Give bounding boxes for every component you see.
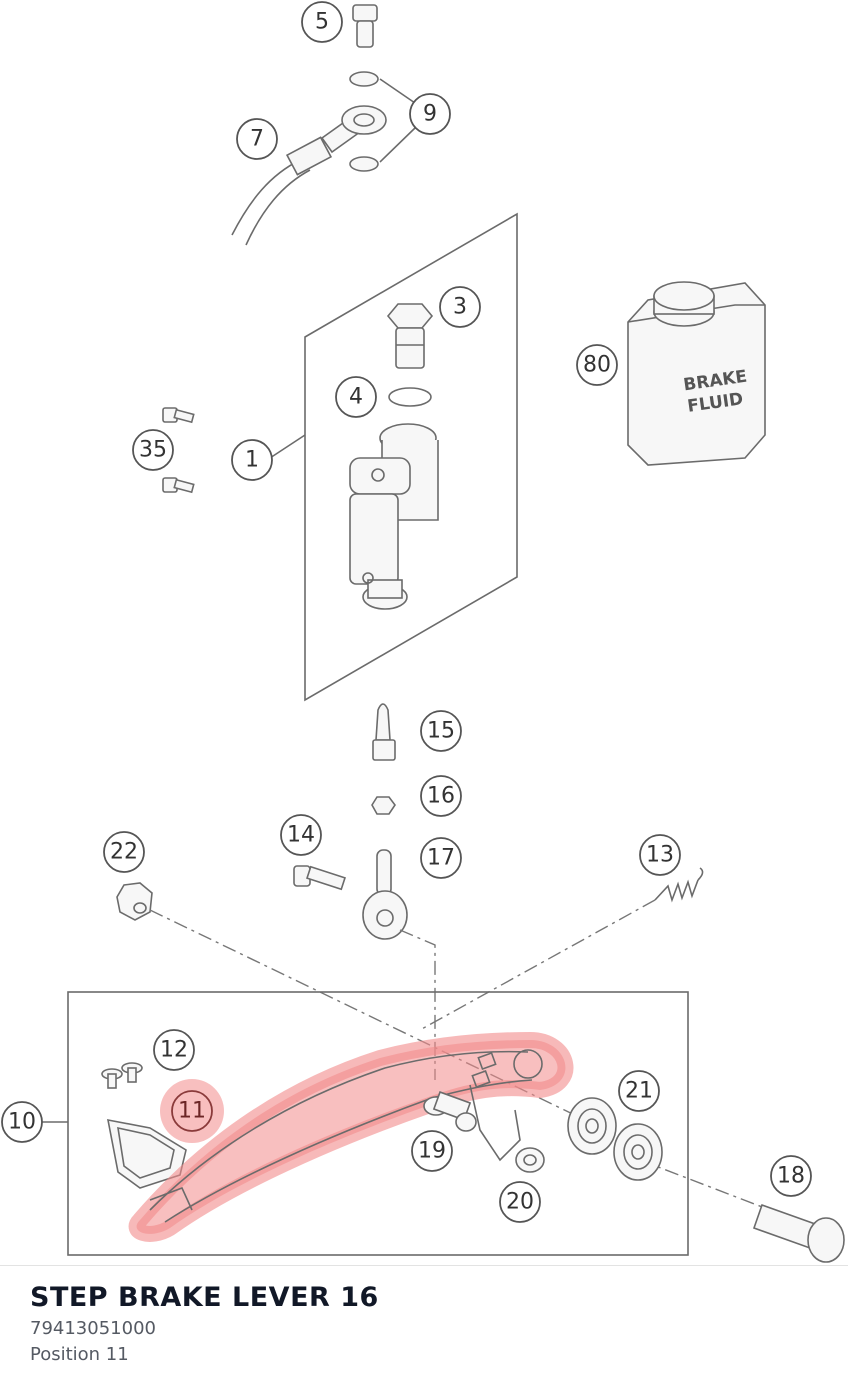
callout-12[interactable]: 12	[153, 1029, 195, 1071]
callout-15-label: 15	[427, 719, 455, 744]
callout-13[interactable]: 13	[639, 834, 681, 876]
master-cylinder-body[interactable]	[349, 423, 439, 610]
callout-20-label: 20	[506, 1190, 534, 1215]
exploded-parts-diagram: BRAKE FLUID	[1, 1, 845, 1263]
brake-fluid-bottle[interactable]: BRAKE FLUID	[627, 281, 766, 466]
callout-7[interactable]: 7	[236, 118, 278, 160]
pivot-pin[interactable]	[752, 1203, 845, 1263]
lever-assembly-frame	[67, 991, 689, 1256]
callout-3[interactable]: 3	[439, 286, 481, 328]
callout-5[interactable]: 5	[301, 1, 343, 43]
callout-21-label: 21	[625, 1079, 653, 1104]
callout-22[interactable]: 22	[103, 831, 145, 873]
callout-19-label: 19	[418, 1139, 446, 1164]
o-ring[interactable]	[388, 387, 432, 407]
callout-35[interactable]: 35	[132, 429, 174, 471]
callout-10-label: 10	[8, 1110, 36, 1135]
bushing[interactable]	[423, 1091, 477, 1132]
callout-22-label: 22	[110, 840, 138, 865]
callout-11-label: 11	[178, 1099, 206, 1124]
part-number: 79413051000	[30, 1318, 156, 1339]
callout-80-label: 80	[583, 353, 611, 378]
part-position: Position 11	[30, 1344, 129, 1365]
return-spring[interactable]	[654, 867, 704, 903]
callout-19[interactable]: 19	[411, 1130, 453, 1172]
push-rod[interactable]	[372, 703, 396, 761]
callout-1[interactable]: 1	[231, 439, 273, 481]
clevis-bolt[interactable]	[293, 865, 346, 891]
callout-10[interactable]: 10	[1, 1101, 43, 1143]
callout-16-label: 16	[427, 784, 455, 809]
callout-17-label: 17	[427, 846, 455, 871]
callout-9-label: 9	[423, 102, 437, 127]
callout-4[interactable]: 4	[335, 376, 377, 418]
callout-21[interactable]: 21	[618, 1070, 660, 1112]
hex-nut[interactable]	[371, 796, 396, 815]
callout-15[interactable]: 15	[420, 710, 462, 752]
callout-9[interactable]: 9	[409, 93, 451, 135]
step-screws[interactable]	[101, 1062, 143, 1089]
callout-18-label: 18	[777, 1164, 805, 1189]
callout-16[interactable]: 16	[420, 775, 462, 817]
washer-top[interactable]	[349, 71, 379, 87]
clevis[interactable]	[362, 849, 408, 940]
callout-5-label: 5	[315, 10, 329, 35]
banjo-bolt[interactable]	[352, 4, 378, 48]
callout-12-label: 12	[160, 1038, 188, 1063]
callout-18[interactable]: 18	[770, 1155, 812, 1197]
flange-nut[interactable]	[116, 882, 153, 921]
callout-11[interactable]: 11	[171, 1090, 213, 1132]
callout-17[interactable]: 17	[420, 837, 462, 879]
callout-14-label: 14	[287, 823, 315, 848]
master-cylinder-frame	[304, 212, 518, 702]
callout-20[interactable]: 20	[499, 1181, 541, 1223]
callout-3-label: 3	[453, 295, 467, 320]
callout-1-label: 1	[245, 448, 259, 473]
brake-lever[interactable]	[128, 1032, 574, 1242]
part-info-panel: STEP BRAKE LEVER 16 79413051000 Position…	[0, 1265, 848, 1391]
bearings[interactable]	[567, 1097, 663, 1181]
callout-80[interactable]: 80	[576, 344, 618, 386]
washer-bottom[interactable]	[349, 156, 379, 172]
reservoir-fitting[interactable]	[386, 303, 434, 369]
part-title: STEP BRAKE LEVER 16	[30, 1282, 379, 1313]
small-nut[interactable]	[515, 1147, 545, 1173]
callout-13-label: 13	[646, 843, 674, 868]
brake-hose[interactable]	[231, 105, 387, 246]
mounting-bolts[interactable]	[162, 407, 195, 494]
callout-7-label: 7	[250, 127, 264, 152]
callout-14[interactable]: 14	[280, 814, 322, 856]
callout-11-highlight	[160, 1079, 224, 1143]
callout-35-label: 35	[139, 438, 167, 463]
callout-4-label: 4	[349, 385, 363, 410]
